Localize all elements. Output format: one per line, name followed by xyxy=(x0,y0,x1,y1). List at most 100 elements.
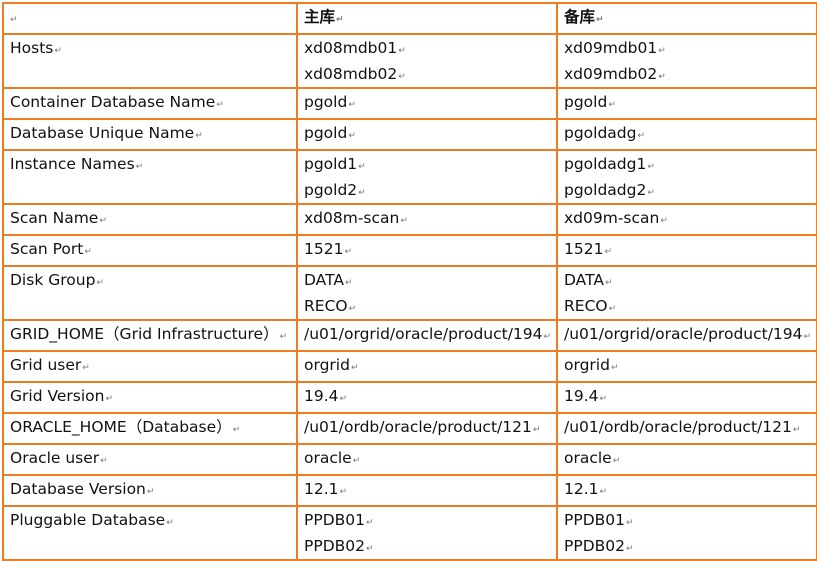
row-label: Grid user xyxy=(10,356,82,374)
primary-value-line: oracle↵ xyxy=(304,446,550,471)
paragraph-mark: ↵ xyxy=(637,131,646,141)
standby-value: /u01/orgrid/oracle/product/194 xyxy=(564,325,803,343)
primary-value-cell: orgrid↵ xyxy=(296,350,558,383)
row-label-cell: Grid Version↵ xyxy=(2,381,298,414)
paragraph-mark: ↵ xyxy=(135,162,144,172)
primary-value: DATA xyxy=(304,271,344,289)
row-label: Instance Names xyxy=(10,155,135,173)
standby-value-line: RECO↵ xyxy=(564,293,810,318)
primary-value-cell: /u01/ordb/oracle/product/121↵ xyxy=(296,412,558,445)
standby-value: xd09mdb01 xyxy=(564,39,658,57)
primary-value-cell: pgold1↵pgold2↵ xyxy=(296,149,558,205)
primary-value: orgrid xyxy=(304,356,350,374)
table-row: ORACLE_HOME（Database）↵/u01/ordb/oracle/p… xyxy=(2,412,817,445)
primary-value: /u01/ordb/oracle/product/121 xyxy=(304,418,532,436)
paragraph-mark: ↵ xyxy=(96,278,104,288)
row-label: Scan Name xyxy=(10,209,99,227)
paragraph-mark: ↵ xyxy=(532,425,541,435)
standby-value-line: pgold↵ xyxy=(564,90,810,115)
paragraph-mark: ↵ xyxy=(398,46,406,56)
standby-value: RECO xyxy=(564,297,608,315)
primary-value-cell: xd08m-scan↵ xyxy=(296,203,558,236)
row-label: Scan Port xyxy=(10,240,84,258)
header-cell-standby: 备库↵ xyxy=(556,2,817,35)
primary-value-line: pgold1↵ xyxy=(304,152,550,177)
table-row: Grid Version↵19.4↵19.4↵ xyxy=(2,381,817,414)
paragraph-mark: ↵ xyxy=(232,425,241,435)
standby-value: pgoldadg2 xyxy=(564,181,647,199)
paragraph-mark: ↵ xyxy=(348,131,356,141)
table-row: Scan Port↵1521↵1521↵ xyxy=(2,234,817,267)
paragraph-mark: ↵ xyxy=(647,188,655,198)
standby-value-line: PPDB01↵ xyxy=(564,508,810,533)
standby-value-cell: DATA↵RECO↵ xyxy=(556,265,817,321)
header-cell-primary: 主库↵ xyxy=(296,2,558,35)
row-label-cell: Scan Name↵ xyxy=(2,203,298,236)
paragraph-mark: ↵ xyxy=(610,363,619,373)
standby-value-line: PPDB02↵ xyxy=(564,533,810,558)
primary-value-line: pgold↵ xyxy=(304,90,550,115)
paragraph-mark: ↵ xyxy=(84,247,92,257)
standby-value-line: xd09mdb01↵ xyxy=(564,36,810,61)
paragraph-mark: ↵ xyxy=(626,544,634,554)
primary-value-cell: pgold↵ xyxy=(296,87,558,120)
paragraph-mark: ↵ xyxy=(660,216,668,226)
paragraph-mark: ↵ xyxy=(100,456,108,466)
primary-value-line: pgold↵ xyxy=(304,121,550,146)
primary-value: xd08m-scan xyxy=(304,209,400,227)
primary-value: PPDB01 xyxy=(304,511,365,529)
row-label: Pluggable Database xyxy=(10,511,166,529)
row-label-cell: ORACLE_HOME（Database）↵ xyxy=(2,412,298,445)
row-label-cell: Database Unique Name↵ xyxy=(2,118,298,151)
row-label-cell: Disk Group↵ xyxy=(2,265,298,321)
primary-value: oracle xyxy=(304,449,352,467)
paragraph-mark: ↵ xyxy=(344,278,353,288)
primary-value-line: xd08m-scan↵ xyxy=(304,206,550,231)
standby-value-cell: 19.4↵ xyxy=(556,381,817,414)
primary-value-line: xd08mdb01↵ xyxy=(304,36,550,61)
primary-value-line: DATA↵ xyxy=(304,268,550,293)
primary-value-cell: /u01/orgrid/oracle/product/194↵ xyxy=(296,319,558,352)
paragraph-mark: ↵ xyxy=(10,15,18,25)
primary-value-line: pgold2↵ xyxy=(304,177,550,202)
table-row: Instance Names↵pgold1↵pgold2↵pgoldadg1↵p… xyxy=(2,149,817,205)
standby-value-line: /u01/ordb/oracle/product/121↵ xyxy=(564,415,810,440)
table-row: Oracle user↵oracle↵oracle↵ xyxy=(2,443,817,476)
primary-value-line: xd08mdb02↵ xyxy=(304,61,550,86)
primary-value: 19.4 xyxy=(304,387,339,405)
standby-value: xd09m-scan xyxy=(564,209,660,227)
standby-value: 1521 xyxy=(564,240,604,258)
table-row: Disk Group↵DATA↵RECO↵DATA↵RECO↵ xyxy=(2,265,817,321)
paragraph-mark: ↵ xyxy=(543,332,552,342)
standby-value-cell: oracle↵ xyxy=(556,443,817,476)
primary-value-cell: PPDB01↵PPDB02↵ xyxy=(296,505,558,561)
paragraph-mark: ↵ xyxy=(54,46,62,56)
primary-value-cell: DATA↵ RECO ↵ xyxy=(296,265,558,321)
standby-value: 19.4 xyxy=(564,387,599,405)
table-row: GRID_HOME（Grid Infrastructure）↵/u01/orgr… xyxy=(2,319,817,352)
standby-value: xd09mdb02 xyxy=(564,65,658,83)
primary-value: PPDB02 xyxy=(304,537,365,555)
paragraph-mark: ↵ xyxy=(398,72,406,82)
paragraph-mark: ↵ xyxy=(400,216,408,226)
standby-value-line: oracle↵ xyxy=(564,446,810,471)
table-row: Database Version↵12.1↵12.1↵ xyxy=(2,474,817,507)
row-label-cell: Instance Names↵ xyxy=(2,149,298,205)
primary-value: RECO xyxy=(304,297,348,315)
primary-value-line: 19.4↵ xyxy=(304,384,550,409)
standby-value-line: xd09mdb02↵ xyxy=(564,61,810,86)
primary-value-cell: 19.4↵ xyxy=(296,381,558,414)
standby-value-line: 1521↵ xyxy=(564,237,810,262)
primary-value: xd08mdb01 xyxy=(304,39,398,57)
standby-value-line: DATA↵ xyxy=(564,268,810,293)
primary-value-line: /u01/ordb/oracle/product/121↵ xyxy=(304,415,550,440)
paragraph-mark: ↵ xyxy=(366,544,374,554)
standby-value: /u01/ordb/oracle/product/121 xyxy=(564,418,792,436)
row-label: Disk Group xyxy=(10,271,96,289)
primary-value-cell: 12.1↵ xyxy=(296,474,558,507)
standby-value-cell: 12.1↵ xyxy=(556,474,817,507)
row-label-cell: Database Version↵ xyxy=(2,474,298,507)
primary-value: xd08mdb02 xyxy=(304,65,398,83)
